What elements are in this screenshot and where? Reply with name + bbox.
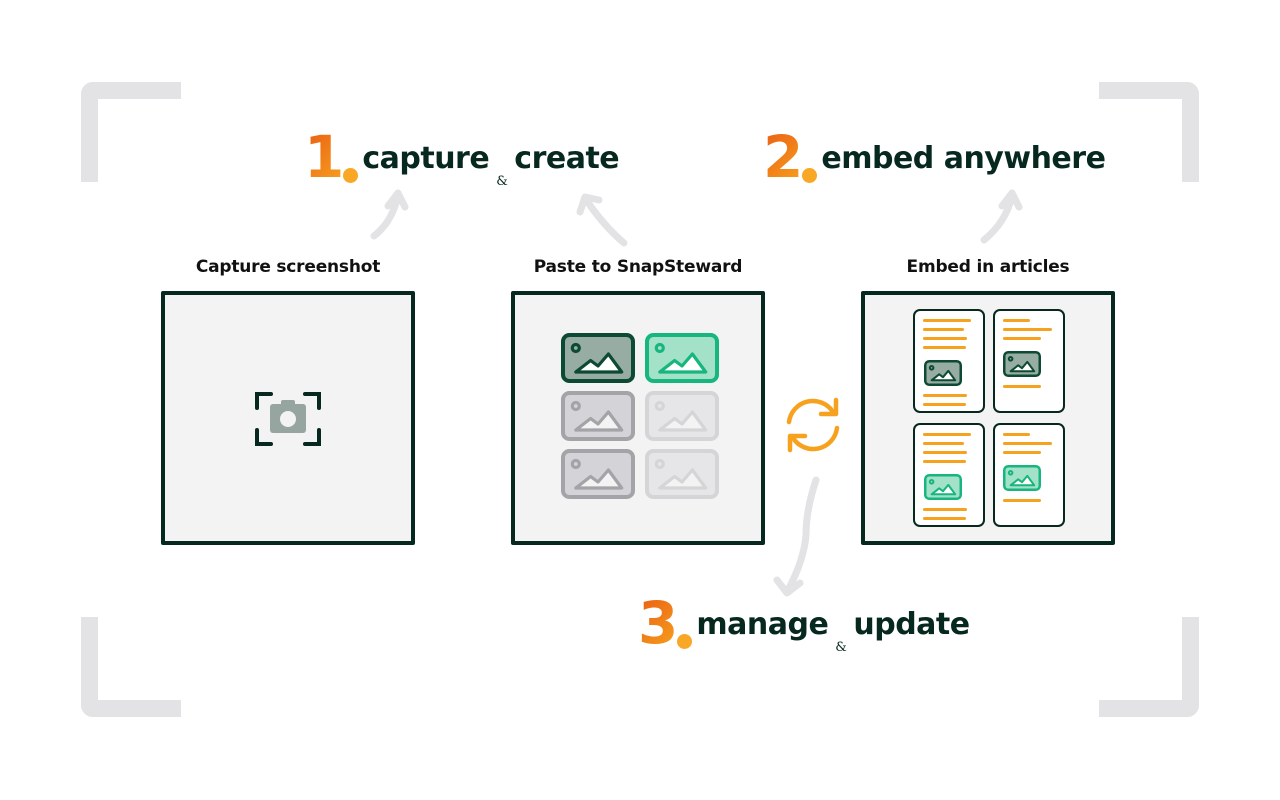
image-thumbnail: [561, 391, 635, 441]
text-line: [923, 337, 967, 340]
article-card: [993, 423, 1065, 527]
camera-icon: [270, 400, 306, 433]
panel-label: Capture screenshot: [195, 257, 381, 277]
text-line: [923, 394, 967, 397]
text-line: [1003, 328, 1052, 331]
text-line: [1003, 433, 1030, 436]
image-thumbnail: [645, 449, 719, 499]
step-1-heading: 1 capture & create: [304, 123, 620, 191]
image-thumbnail: [645, 391, 719, 441]
paste-panel: [511, 291, 765, 545]
step-number: 3: [638, 589, 678, 657]
text-line: [923, 442, 964, 445]
image-thumbnail-icon: [645, 391, 719, 441]
article-card: [993, 309, 1065, 413]
ampersand: &: [496, 174, 508, 189]
article-image: [924, 360, 962, 386]
text-line: [923, 451, 967, 454]
sync-icon: [786, 397, 840, 453]
article-image: [924, 474, 962, 500]
corner-bracket-top-right: [1099, 82, 1199, 182]
image-thumbnail-icon: [561, 333, 635, 383]
text-line: [1003, 499, 1041, 502]
step-title-part: update: [853, 607, 970, 642]
embed-panel: [861, 291, 1115, 545]
text-line: [923, 346, 966, 349]
text-line: [923, 328, 964, 331]
text-line: [923, 403, 966, 406]
image-thumbnail-icon: [645, 333, 719, 383]
text-line: [1003, 319, 1030, 322]
step-dot: [802, 168, 818, 183]
image-thumbnail-icon: [561, 391, 635, 441]
step-number: 2: [763, 123, 803, 191]
image-thumbnail: [561, 449, 635, 499]
text-line: [1003, 385, 1041, 388]
image-thumbnail-icon: [561, 449, 635, 499]
ampersand: &: [835, 640, 847, 655]
image-thumbnail: [645, 333, 719, 383]
curved-arrow-up-icon: [980, 189, 1023, 244]
text-line: [923, 433, 971, 436]
corner-bracket-bottom-left: [81, 617, 181, 717]
image-thumbnail-icon: [1003, 465, 1041, 491]
step-title-part: embed anywhere: [821, 141, 1106, 176]
corner-bracket-bottom-right: [1099, 617, 1199, 717]
step-dot: [343, 168, 359, 183]
text-line: [923, 508, 967, 511]
panel-label: Paste to SnapSteward: [533, 257, 743, 277]
text-line: [1003, 337, 1041, 340]
step-title-part: create: [514, 141, 620, 176]
article-card: [913, 423, 985, 527]
article-image: [1003, 351, 1041, 377]
text-line: [923, 319, 971, 322]
image-thumbnail: [561, 333, 635, 383]
image-thumbnail-icon: [645, 449, 719, 499]
image-thumbnail-icon: [924, 474, 962, 500]
capture-panel: [161, 291, 415, 545]
text-line: [1003, 442, 1052, 445]
text-line: [1003, 451, 1041, 454]
step-dot: [677, 634, 693, 649]
image-thumbnail-icon: [924, 360, 962, 386]
image-grid: [561, 333, 721, 503]
step-title-part: capture: [362, 141, 490, 176]
step-2-heading: 2 embed anywhere: [763, 123, 1106, 191]
article-image: [1003, 465, 1041, 491]
text-line: [923, 460, 966, 463]
corner-bracket-top-left: [81, 82, 181, 182]
panel-label: Embed in articles: [906, 257, 1070, 277]
article-card: [913, 309, 985, 413]
step-title-part: manage: [696, 607, 829, 642]
image-thumbnail-icon: [1003, 351, 1041, 377]
step-number: 1: [304, 123, 344, 191]
camera-capture-icon: [255, 392, 321, 446]
article-grid: [913, 309, 1071, 531]
curved-arrow-up-icon: [370, 189, 409, 240]
curved-arrow-up-icon: [576, 193, 628, 247]
text-line: [923, 517, 966, 520]
curved-arrow-down-icon: [773, 476, 820, 597]
step-3-heading: 3 manage & update: [638, 589, 970, 657]
